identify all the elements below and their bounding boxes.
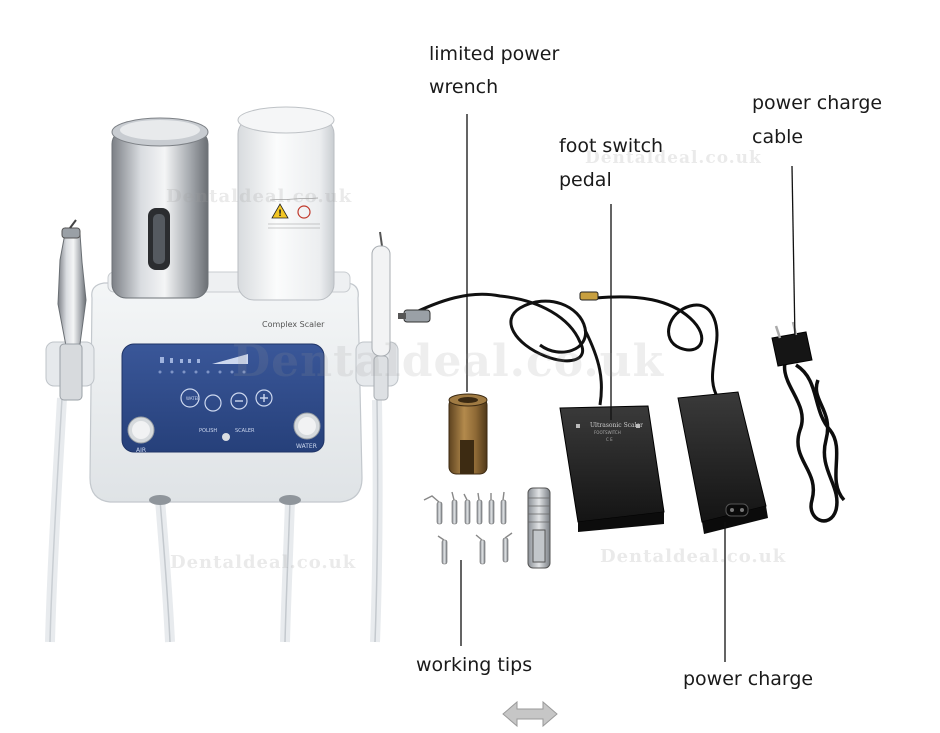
left-right-arrow-icon[interactable]	[501, 700, 559, 728]
water-knob-label: WATER	[296, 443, 317, 450]
label-cable-line1: power charge	[752, 92, 883, 114]
pedal-label-3: C E	[606, 437, 613, 442]
watermark: Dentaldeal.co.uk	[232, 336, 665, 387]
label-foot-switch-line2: pedal	[559, 169, 612, 191]
watermark: Dentaldeal.co.uk	[585, 148, 762, 168]
callout-lines	[460, 114, 796, 662]
white-bottle: !	[237, 106, 335, 301]
label-cable-line2: cable	[752, 126, 804, 148]
svg-text:WATER: WATER	[186, 396, 200, 401]
watermark: Dentaldeal.co.uk	[166, 186, 353, 207]
dc-plug	[579, 291, 599, 301]
scaler-unit: Complex Scaler WATER POLISH SCALER	[45, 106, 399, 643]
label-foot-switch-line1: foot switch	[559, 135, 664, 157]
pedal-connector	[403, 309, 431, 323]
pedal-cable	[407, 292, 603, 406]
foot-switch-pedal: Ultrasonic Scaler FOOTSWITCH C E	[559, 405, 665, 532]
label-wrench-line1: limited power	[429, 43, 560, 65]
watermark: Dentaldeal.co.uk	[170, 552, 357, 573]
working-tips	[423, 487, 551, 569]
pedal-label-1: Ultrasonic Scaler	[590, 422, 643, 429]
air-knob-label: AIR	[136, 447, 146, 454]
label-power-charge: power charge	[683, 668, 814, 690]
label-wrench-line2: wrench	[429, 76, 499, 98]
label-working-tips: working tips	[416, 654, 533, 676]
handpiece	[57, 219, 87, 401]
svg-text:!: !	[278, 209, 282, 219]
mode-polish-label: POLISH	[199, 428, 217, 434]
mains-plug	[771, 321, 813, 367]
limited-power-wrench	[448, 393, 488, 475]
power-adapter	[677, 391, 768, 534]
scaler-handpiece	[371, 231, 391, 401]
mode-scaler-label: SCALER	[235, 428, 255, 434]
brand-label: Complex Scaler	[262, 320, 325, 329]
metal-bottle	[111, 117, 209, 299]
adapter-cable	[595, 295, 720, 399]
pedal-label-2: FOOTSWITCH	[594, 430, 621, 435]
watermark: Dentaldeal.co.uk	[600, 546, 787, 567]
mains-cable	[782, 349, 846, 523]
